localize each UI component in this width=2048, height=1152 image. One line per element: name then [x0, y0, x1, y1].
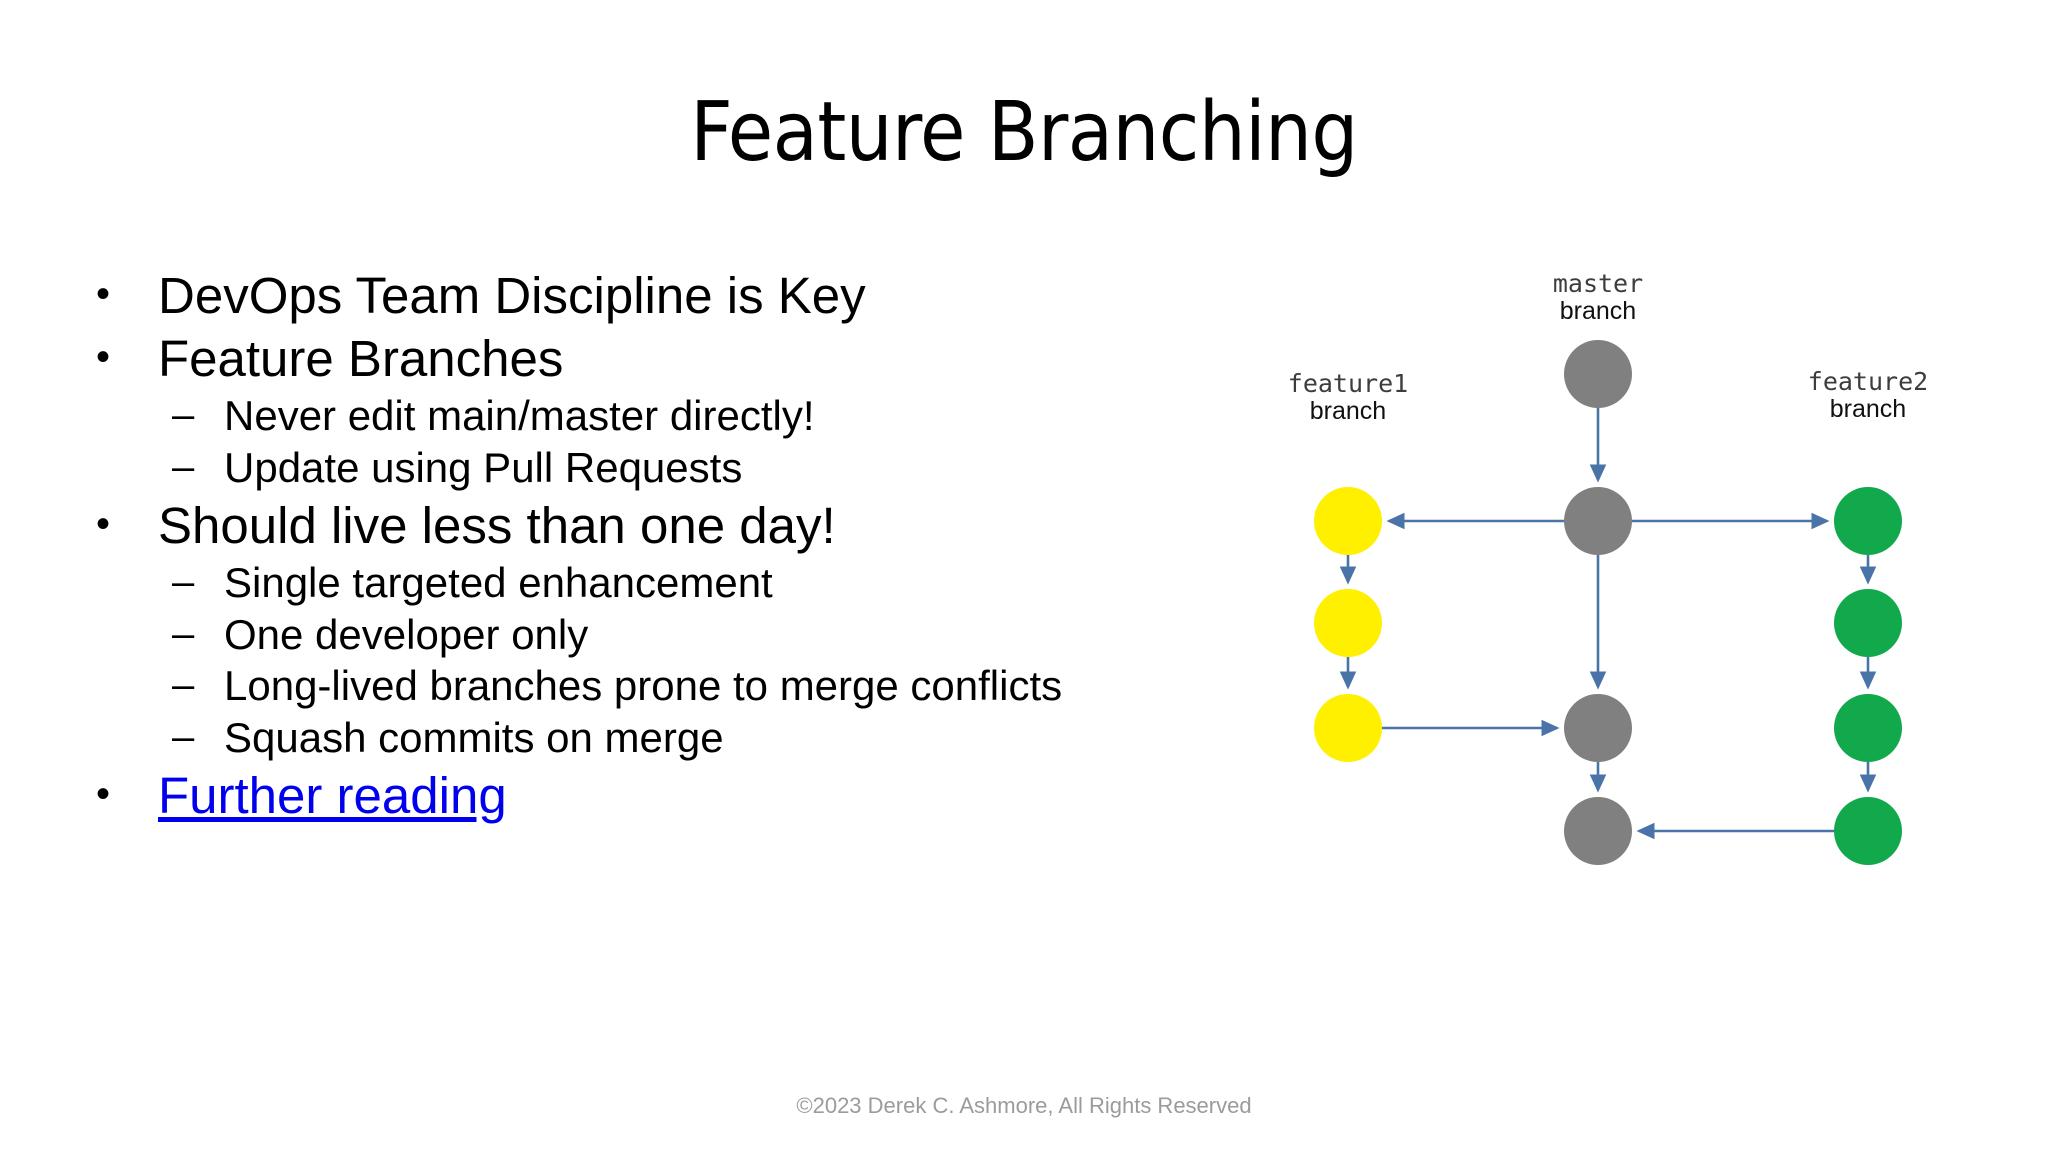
commit-node-master	[1564, 797, 1632, 865]
branch-name-text: master	[1553, 270, 1643, 298]
dash-marker-icon: –	[172, 663, 195, 708]
commit-node-feature1	[1314, 487, 1382, 555]
bullet-marker-icon: •	[96, 771, 111, 816]
bullet-text: Long-lived branches prone to merge confl…	[224, 662, 1063, 710]
bullet-marker-icon: •	[96, 272, 111, 316]
dash-marker-icon: –	[172, 611, 195, 656]
bullet-item: • DevOps Team Discipline is Key	[96, 266, 1106, 325]
commit-node-feature1	[1314, 589, 1382, 657]
commit-node-feature2	[1834, 694, 1902, 762]
branch-sub-text: branch	[1830, 395, 1906, 423]
bullet-text: Never edit main/master directly!	[224, 392, 815, 440]
copyright-footer: ©2023 Derek C. Ashmore, All Rights Reser…	[796, 1093, 1252, 1118]
branch-name-text: feature2	[1808, 367, 1928, 396]
sub-bullet-item: –Long-lived branches prone to merge conf…	[96, 662, 1106, 711]
bullet-text: Squash commits on merge	[224, 714, 724, 762]
commit-node-master	[1564, 487, 1632, 555]
further-reading-link-label[interactable]: Further reading	[158, 766, 507, 824]
commit-node-master	[1564, 694, 1632, 762]
bullet-text: Feature Branches	[158, 330, 564, 388]
branch-sub-text: branch	[1310, 397, 1386, 425]
dash-marker-icon: –	[172, 559, 195, 604]
dash-marker-icon: –	[172, 715, 195, 760]
bullet-item[interactable]: • Further reading	[96, 766, 1106, 825]
commit-node-feature2	[1834, 797, 1902, 865]
commit-node-feature1	[1314, 694, 1382, 762]
commit-node-feature2	[1834, 589, 1902, 657]
sub-bullet-item: –One developer only	[96, 611, 1106, 660]
sub-bullet-item: –Never edit main/master directly!	[96, 392, 1106, 441]
bullet-text: DevOps Team Discipline is Key	[158, 267, 866, 324]
bullet-list: • DevOps Team Discipline is Key • Feature B…	[96, 266, 1106, 829]
commit-node-master	[1564, 340, 1632, 408]
bullet-marker-icon: •	[96, 501, 111, 546]
bullet-item: • Should live less than one day!	[96, 496, 1106, 555]
sub-bullet-item: –Update using Pull Requests	[96, 444, 1106, 493]
branch-sub-text: branch	[1560, 297, 1636, 325]
dash-marker-icon: –	[172, 445, 195, 490]
bullet-marker-icon: •	[96, 335, 111, 380]
sub-bullet-item: –Single targeted enhancement	[96, 559, 1106, 608]
bullet-text: Update using Pull Requests	[224, 444, 743, 492]
bullet-text: One developer only	[224, 610, 589, 658]
bullet-item: • Feature Branches	[96, 329, 1106, 388]
further-reading-link[interactable]: Further reading	[158, 766, 1106, 825]
bullet-text: Should live less than one day!	[158, 496, 836, 554]
commit-node-feature2	[1834, 487, 1902, 555]
page-title: Feature Branching	[690, 85, 1358, 180]
sub-bullet-item: –Squash commits on merge	[96, 714, 1106, 763]
branch-name-text: feature1	[1288, 369, 1408, 398]
bullet-text: Single targeted enhancement	[224, 558, 773, 606]
dash-marker-icon: –	[172, 393, 195, 438]
